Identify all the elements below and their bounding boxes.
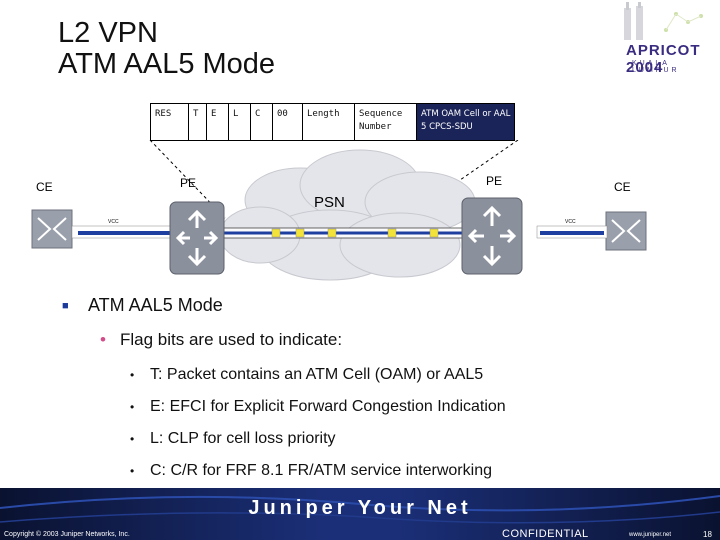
- dot-bullet-icon: •: [130, 464, 135, 478]
- field-l: L: [229, 104, 251, 140]
- vcc-right-label: VCC: [565, 219, 576, 225]
- field-res: RES: [151, 104, 189, 140]
- field-c: C: [251, 104, 273, 140]
- logo-subtext: KUALA LUMPUR: [632, 60, 680, 74]
- dot-bullet-icon: •: [130, 368, 135, 382]
- bullet-level-2-text: Flag bits are used to indicate:: [120, 330, 343, 349]
- title-line-1: L2 VPN: [58, 17, 158, 49]
- footer-confidential: CONFIDENTIAL: [502, 528, 589, 540]
- ce-left-device-icon: [31, 209, 73, 249]
- footer-brand: Juniper Your Net: [248, 497, 471, 519]
- slide-title: L2 VPN ATM AAL5 Mode: [58, 18, 275, 80]
- psn-cloud-icon: [219, 149, 476, 281]
- footer-banner: Juniper Your Net: [0, 488, 720, 540]
- bullet-level-3-text: E: EFCI for Explicit Forward Congestion …: [150, 398, 506, 415]
- psn-label: PSN: [314, 194, 345, 211]
- pe-left-router-icon: [169, 201, 225, 275]
- ce-left-label: CE: [36, 180, 53, 194]
- pw-control-word-table: RES T E L C 00 Length Sequence Number AT…: [150, 103, 515, 141]
- page-number: 18: [703, 530, 712, 539]
- tunnel-cells: [271, 228, 439, 238]
- title-line-2: ATM AAL5 Mode: [58, 48, 276, 80]
- bullet-level-3-text: C: C/R for FRF 8.1 FR/ATM service interw…: [150, 462, 492, 479]
- pe-left-label: PE: [180, 176, 196, 190]
- pe-right-label: PE: [486, 174, 502, 188]
- network-diagram: CE PE PSN PE CE VCC VCC: [31, 140, 647, 281]
- field-length: Length: [303, 104, 355, 140]
- field-payload: ATM OAM Cell or AAL 5 CPCS-SDU: [417, 104, 515, 140]
- ce-right-label: CE: [614, 180, 631, 194]
- dot-bullet-icon: •: [100, 330, 106, 349]
- apricot-logo: [624, 2, 703, 40]
- pe-right-router-icon: [461, 197, 523, 275]
- footer-url: www.juniper.net: [629, 532, 672, 538]
- field-00: 00: [273, 104, 303, 140]
- square-bullet-icon: ■: [62, 300, 69, 312]
- ce-right-device-icon: [605, 211, 647, 251]
- bullet-level-3-text: L: CLP for cell loss priority: [150, 430, 336, 447]
- bullet-level-3-text: T: Packet contains an ATM Cell (OAM) or …: [150, 366, 484, 383]
- dot-bullet-icon: •: [130, 432, 135, 446]
- field-sequence-number: Sequence Number: [355, 104, 417, 140]
- footer-copyright: Copyright © 2003 Juniper Networks, Inc.: [4, 531, 130, 538]
- field-e: E: [207, 104, 229, 140]
- dot-bullet-icon: •: [130, 400, 135, 414]
- vcc-left-label: VCC: [108, 219, 119, 225]
- field-t: T: [189, 104, 207, 140]
- logo-text: APRICOT 2004: [626, 42, 701, 76]
- bullet-level-1-text: ATM AAL5 Mode: [88, 295, 223, 315]
